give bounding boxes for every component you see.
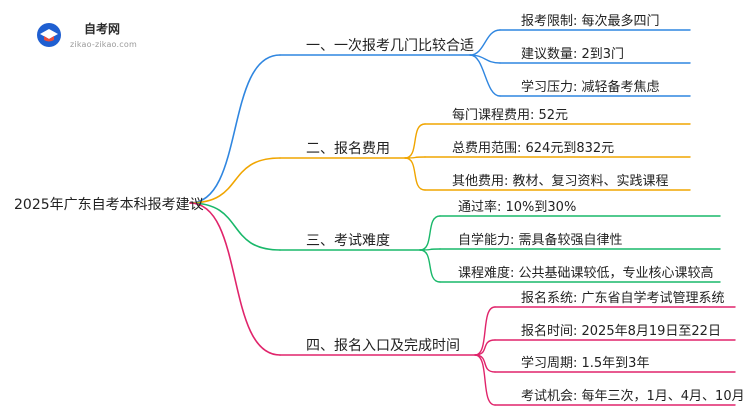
leaf-item: 学习周期: 1.5年到3年 (521, 356, 650, 371)
topic-label: 一、一次报考几门比较合适 (306, 38, 474, 54)
topic-label: 三、考试难度 (306, 233, 390, 249)
leaf-item: 报考限制: 每次最多四门 (521, 14, 660, 29)
leaf-item: 考试机会: 每年三次，1月、4月、10月 (521, 389, 745, 404)
leaf-connector (474, 354, 496, 373)
leaf-connector (474, 354, 496, 406)
graduation-cap-icon (37, 23, 61, 47)
leaf-connector (419, 249, 441, 283)
logo-url: zikao-zikao.com (70, 40, 137, 49)
logo-name: 自考网 (84, 22, 121, 36)
branch-connector (189, 54, 281, 204)
leaf-item: 自学能力: 需具备较强自律性 (458, 233, 623, 248)
site-logo: 自考网 zikao-zikao.com (28, 16, 148, 56)
branch-connector (189, 202, 281, 251)
branch-connector (189, 157, 281, 204)
leaf-connector (419, 215, 441, 251)
branch-connector (189, 202, 281, 356)
leaf-item: 通过率: 10%到30% (458, 200, 577, 215)
topic-label: 四、报名入口及完成时间 (306, 338, 460, 354)
leaf-item: 每门课程费用: 52元 (452, 108, 569, 123)
leaf-item: 报名时间: 2025年8月19日至22日 (521, 324, 721, 339)
leaf-item: 总费用范围: 624元到832元 (452, 141, 615, 156)
leaf-connector (474, 306, 496, 356)
leaf-connector (474, 339, 496, 356)
leaf-connector (404, 123, 426, 159)
leaf-item: 课程难度: 公共基础课较低，专业核心课较高 (458, 266, 714, 281)
leaf-connector (469, 29, 501, 56)
leaf-item: 其他费用: 教材、复习资料、实践课程 (452, 174, 669, 189)
topic-label: 二、报名费用 (306, 141, 390, 157)
leaf-connector (469, 54, 501, 97)
leaf-item: 学习压力: 减轻备考焦虑 (521, 80, 660, 95)
leaf-item: 报名系统: 广东省自学考试管理系统 (521, 291, 725, 306)
leaf-connector (404, 157, 426, 191)
root-topic: 2025年广东自考本科报考建议 (14, 197, 204, 213)
leaf-item: 建议数量: 2到3门 (521, 47, 625, 62)
